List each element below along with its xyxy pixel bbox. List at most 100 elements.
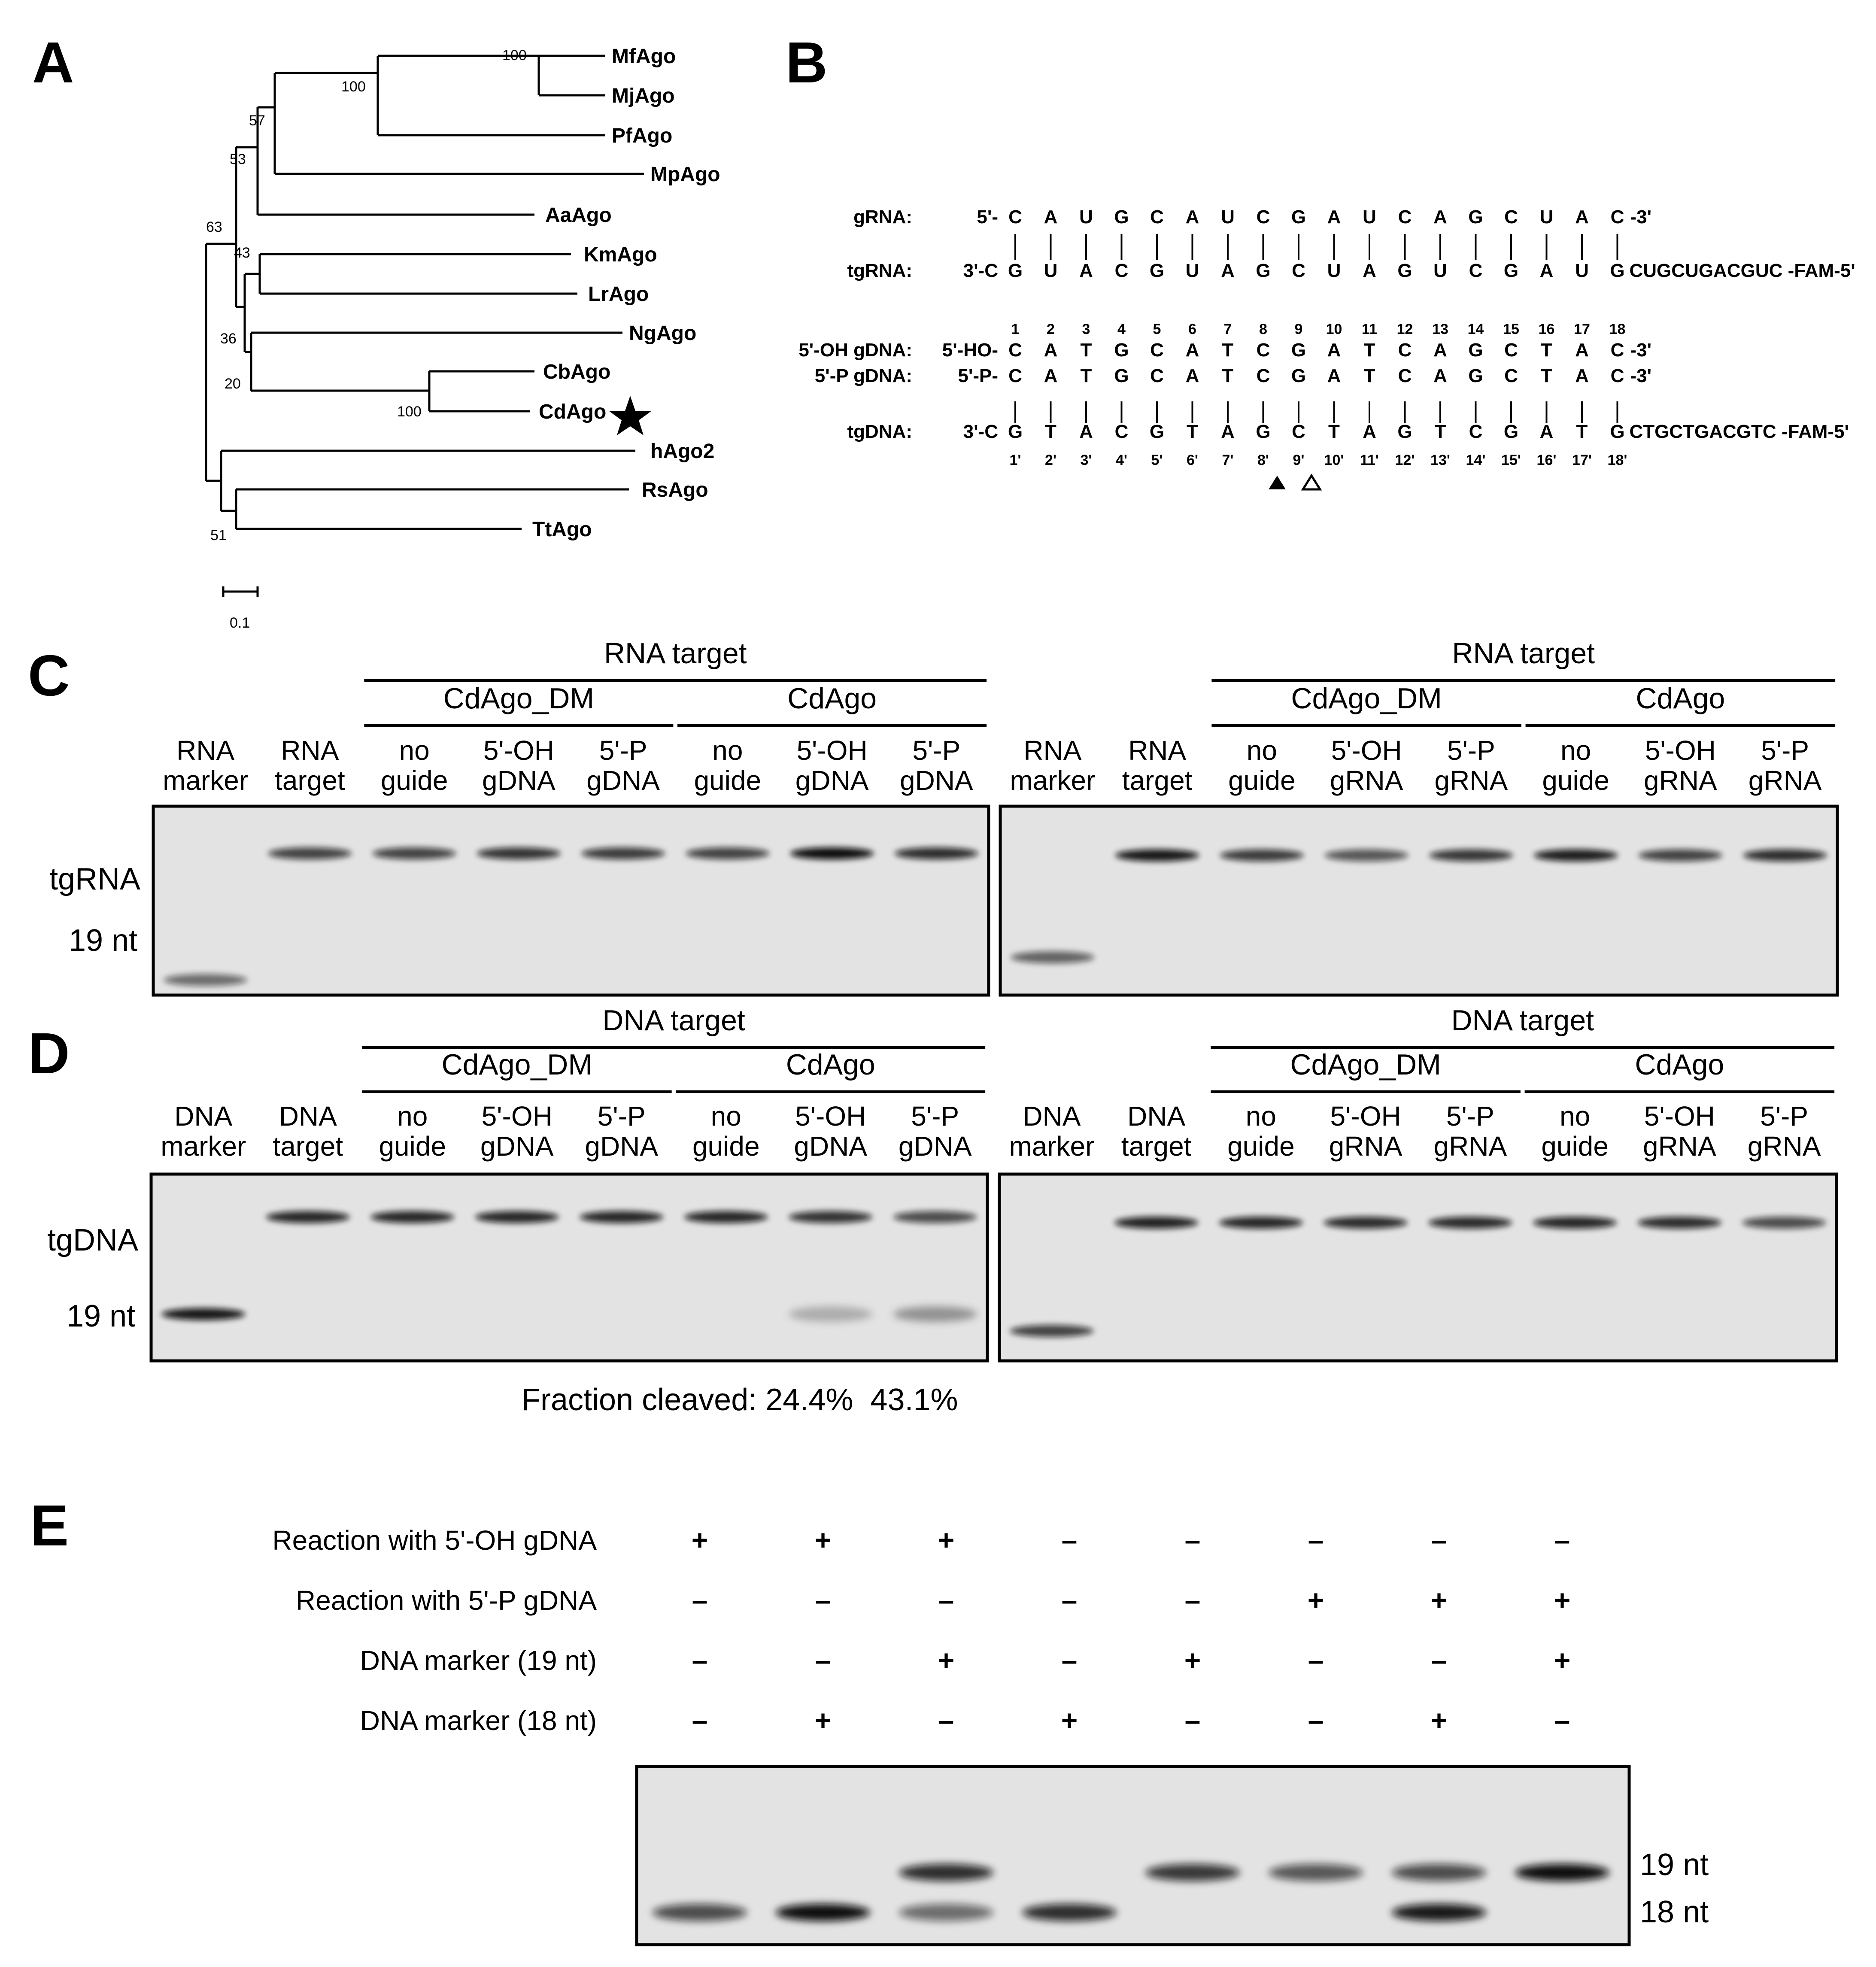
condition-sign: –: [1185, 1584, 1201, 1616]
bootstrap-value: 53: [230, 151, 246, 167]
base: T: [1541, 340, 1552, 361]
base: G: [1150, 421, 1164, 442]
lane-label: guide: [1227, 1131, 1295, 1162]
lane-label: gRNA: [1434, 1131, 1507, 1162]
sequence-tail: CUGCUGACGUC -FAM-5': [1630, 260, 1855, 281]
base: C: [1398, 365, 1412, 386]
leaf-label: RsAgo: [642, 479, 708, 501]
gel-band: [684, 1211, 768, 1223]
band-label-19nt: 19 nt: [69, 923, 137, 958]
lane-label: gRNA: [1748, 1131, 1821, 1162]
gel-band: [1534, 849, 1618, 862]
condition-sign: –: [1431, 1644, 1447, 1676]
condition-sign: +: [692, 1524, 708, 1556]
base: C: [1008, 206, 1022, 228]
lane-label: 5'-P: [911, 1101, 959, 1132]
base: U: [1575, 260, 1589, 281]
gel-band: [1392, 1864, 1486, 1881]
lane-label: RNA: [1128, 735, 1186, 766]
position-number: 10': [1324, 452, 1344, 468]
band-label-tgrna: tgRNA: [49, 862, 140, 896]
condition-sign: –: [1062, 1524, 1078, 1556]
gel-band: [370, 1211, 455, 1223]
group-header: CdAgo: [786, 1048, 875, 1081]
lane-label: guide: [1541, 1131, 1609, 1162]
position-number: 9': [1293, 452, 1305, 468]
sequence-end-5: 5'-HO-: [942, 340, 998, 361]
band-label-tgdna: tgDNA: [47, 1223, 138, 1257]
position-number: 14: [1468, 321, 1484, 337]
lane-label: target: [1122, 765, 1193, 796]
sequence-end-5: 3'-C: [963, 260, 998, 281]
lane-label: 5'-P: [599, 735, 647, 766]
position-number: 14': [1466, 452, 1486, 468]
lane-label: 5'-OH: [795, 1101, 866, 1132]
group-header: CdAgo_DM: [1290, 1048, 1441, 1081]
gel-band: [161, 1308, 246, 1320]
lane-label: 5'-OH: [1644, 1101, 1715, 1132]
base: T: [1081, 340, 1092, 361]
lane-label: 5'-OH: [1330, 1101, 1401, 1132]
group-header: CdAgo: [1635, 1048, 1724, 1081]
base: G: [1291, 365, 1306, 386]
lane-label: marker: [1009, 1131, 1094, 1162]
position-number: 5: [1153, 321, 1161, 337]
base: C: [1292, 421, 1305, 442]
condition-sign: –: [938, 1704, 954, 1736]
group-header: CdAgo_DM: [1291, 682, 1442, 715]
base: A: [1327, 365, 1341, 386]
lane-label: gRNA: [1643, 1131, 1716, 1162]
sequence-row-label: 5'-P gDNA:: [815, 365, 912, 386]
base: C: [1008, 365, 1022, 386]
lane-label: gDNA: [900, 765, 973, 796]
base: A: [1327, 340, 1341, 361]
panel-label-d: D: [28, 1021, 70, 1086]
condition-sign: +: [1554, 1584, 1571, 1616]
condition-sign: –: [1185, 1524, 1201, 1556]
lane-label: guide: [1542, 765, 1609, 796]
base: A: [1433, 365, 1447, 386]
position-number: 16: [1539, 321, 1555, 337]
panel-label-b: B: [786, 30, 828, 95]
base: G: [1008, 260, 1023, 281]
base: C: [1150, 365, 1164, 386]
lane-label: no: [1560, 735, 1591, 766]
lane-label: 5'-OH: [482, 1101, 552, 1132]
condition-sign: –: [1062, 1584, 1078, 1616]
gel-band: [372, 847, 456, 859]
condition-sign: +: [815, 1704, 832, 1736]
sequence-end-3: -3': [1630, 206, 1652, 228]
gel-band: [268, 847, 352, 859]
condition-sign: –: [1554, 1704, 1570, 1736]
base: G: [1468, 206, 1483, 228]
bootstrap-value: 100: [341, 79, 366, 95]
base: T: [1328, 421, 1340, 442]
condition-sign: –: [815, 1644, 831, 1676]
position-number: 2: [1047, 321, 1055, 337]
base: C: [1504, 206, 1518, 228]
condition-sign: –: [692, 1644, 708, 1676]
condition-sign: –: [1554, 1524, 1570, 1556]
gel-band: [475, 1211, 559, 1223]
bootstrap-values: 100 100 57 53 63 43 36 20 100 51: [206, 47, 527, 543]
condition-sign: +: [1061, 1704, 1078, 1736]
condition-sign: –: [692, 1584, 708, 1616]
lane-label: 5'-P: [1761, 735, 1809, 766]
base: C: [1611, 365, 1624, 386]
lane-label: target: [1121, 1131, 1192, 1162]
gel-band: [580, 1211, 664, 1223]
lane-label: gDNA: [585, 1131, 658, 1162]
base: A: [1186, 365, 1199, 386]
condition-sign: +: [1554, 1644, 1571, 1676]
base: A: [1540, 260, 1554, 281]
base: G: [1397, 421, 1412, 442]
position-number: 18: [1609, 321, 1626, 337]
sequence-end-5: 5'-: [977, 206, 998, 228]
lane-label: 5'-P: [1760, 1101, 1808, 1132]
position-number: 7: [1224, 321, 1232, 337]
position-number: 6': [1187, 452, 1198, 468]
leaf-label: LrAgo: [588, 283, 649, 306]
gel-image: [152, 804, 990, 997]
position-number: 12: [1397, 321, 1413, 337]
base: A: [1433, 340, 1447, 361]
